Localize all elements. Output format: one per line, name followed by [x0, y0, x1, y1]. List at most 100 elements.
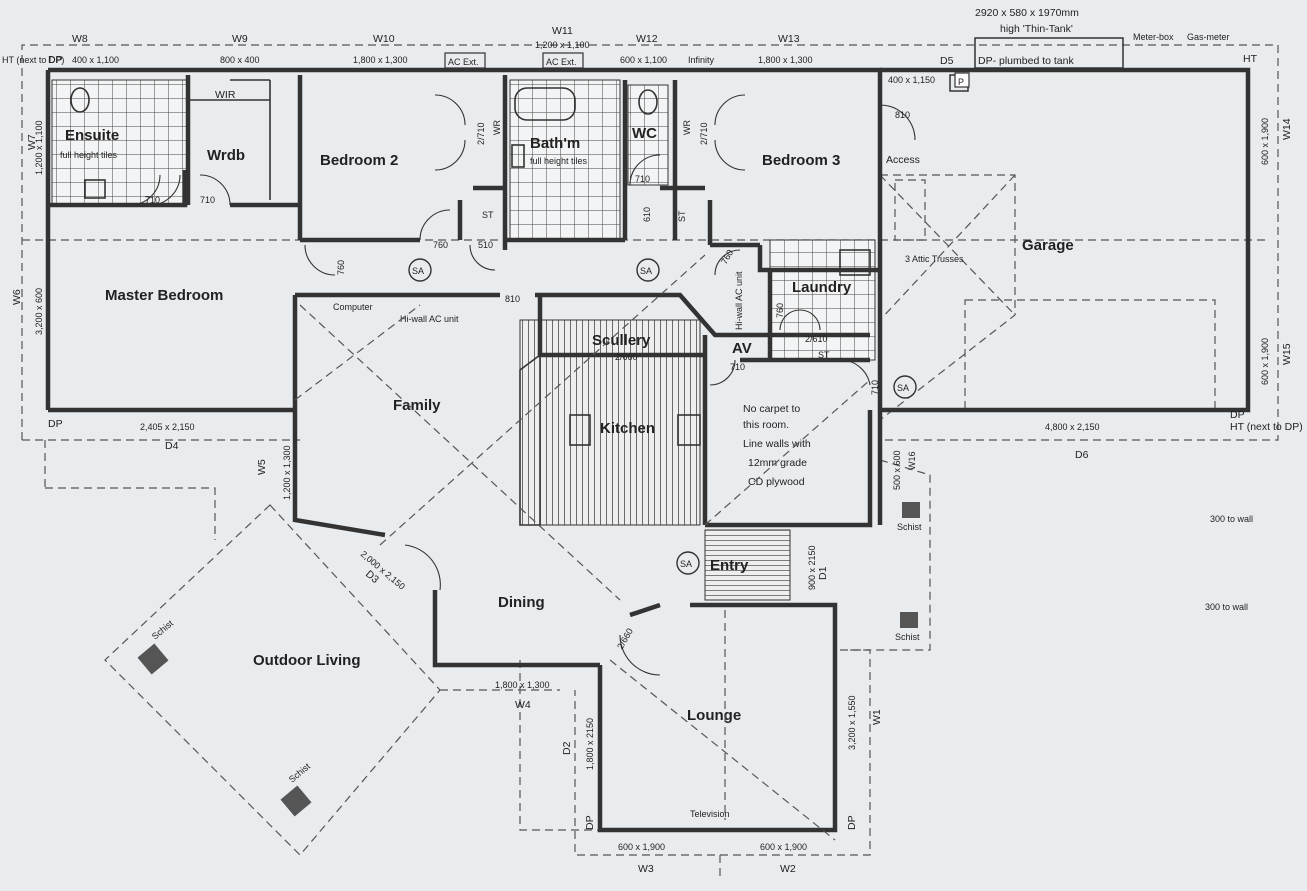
label-garage: Garage [1022, 237, 1074, 254]
label-laundry: Laundry [792, 279, 852, 296]
label-bedroom-3: Bedroom 3 [762, 152, 840, 169]
label-bath-note: full height tiles [530, 156, 588, 166]
window-w12: W12 [636, 33, 658, 45]
door-d6-size: 4,800 x 2,150 [1045, 422, 1100, 432]
ac-ext-1: AC Ext. [448, 57, 479, 67]
meter-box: Meter-box [1133, 32, 1174, 42]
window-w11: W11 [552, 25, 573, 37]
smoke-alarm-1: SA [412, 266, 424, 276]
label-kitchen: Kitchen [600, 420, 655, 437]
st-laundry: ST [818, 350, 830, 360]
door-710-wrdb: 710 [200, 195, 215, 205]
door-760-master: 760 [336, 260, 346, 275]
window-w10-size: 1,800 x 1,300 [353, 55, 408, 65]
window-w14: W14 [1281, 118, 1293, 140]
door-760-bed2: 760 [433, 240, 448, 250]
smoke-alarm-4: SA [680, 559, 692, 569]
door-610: 610 [642, 207, 652, 222]
door-810-garage: 810 [895, 110, 910, 120]
wr-bed3: WR [682, 120, 692, 135]
window-w10: W10 [373, 33, 395, 45]
label-wir: WIR [215, 89, 236, 101]
computer-label: Computer [333, 302, 373, 312]
window-w15: W15 [1281, 343, 1293, 365]
label-lounge: Lounge [687, 707, 741, 724]
window-w2: W2 [780, 863, 796, 875]
schist-right-2: Schist [895, 632, 920, 642]
door-2660-scullery: 2/660 [615, 352, 638, 362]
tank-type: high 'Thin-Tank' [1000, 23, 1073, 35]
misc-labels: 2920 x 580 x 1970mm high 'Thin-Tank' DP-… [2, 7, 1303, 830]
window-w3-size: 600 x 1,900 [618, 842, 665, 852]
access-label: Access [886, 154, 920, 166]
window-w2-size: 600 x 1,900 [760, 842, 807, 852]
window-w4-size: 1,800 x 1,300 [495, 680, 550, 690]
label-ensuite: Ensuite [65, 127, 119, 144]
window-w3: W3 [638, 863, 654, 875]
window-w1: W1 [871, 709, 883, 725]
hiwall-ac-label: Hi-wall AC unit [400, 314, 459, 324]
window-labels: W8 400 x 1,100 W9 800 x 400 W10 1,800 x … [11, 25, 1293, 875]
door-d4: D4 [165, 440, 179, 452]
schist-right-1: Schist [897, 522, 922, 532]
window-w6-size: 3,200 x 600 [34, 288, 44, 335]
label-wrdb: Wrdb [207, 147, 245, 164]
label-av: AV [732, 340, 752, 357]
window-w4: W4 [515, 699, 531, 711]
dp-lounge-left: DP [584, 815, 596, 830]
window-w11-size: 1,200 x 1,100 [535, 40, 590, 50]
doors [129, 94, 916, 676]
dp-garage: DP [1230, 409, 1245, 421]
window-w9: W9 [232, 33, 248, 45]
fixtures [70, 79, 871, 526]
wr-bed2: WR [492, 120, 502, 135]
window-w1-size: 3,200 x 1,550 [847, 695, 857, 750]
door-d1: D1 [817, 566, 829, 580]
door-2710-bed3: 2/710 [699, 122, 709, 145]
door-710-ensuite: 710 [145, 195, 160, 205]
no-carpet-line-4: 12mm grade [748, 457, 807, 469]
door-d4-size: 2,405 x 2,150 [140, 422, 195, 432]
smoke-alarm-2: SA [640, 266, 652, 276]
door-510: 510 [478, 240, 493, 250]
wall-300-b: 300 to wall [1205, 602, 1248, 612]
window-w13-size: 1,800 x 1,300 [758, 55, 813, 65]
smoke-alarm-3: SA [897, 383, 909, 393]
window-w7-size: 1,200 x 1,100 [34, 120, 44, 175]
hot-tap-garage: HT (next to DP) [1230, 421, 1303, 433]
door-d2: D2 [561, 741, 573, 755]
dp-top-left: DP [48, 54, 63, 66]
window-w16-size: 500 x 600 [892, 450, 902, 490]
st-left: ST [482, 210, 494, 220]
door-2610: 2/610 [805, 334, 828, 344]
window-w5: W5 [256, 459, 268, 475]
attic-trusses: 3 Attic Trusses [905, 254, 964, 264]
pump-label: P [958, 77, 964, 87]
window-w12-size: 600 x 1,100 [620, 55, 667, 65]
window-w8: W8 [72, 33, 88, 45]
door-710-wc: 710 [635, 174, 650, 184]
window-w5-size: 1,200 x 1,300 [282, 445, 292, 500]
no-carpet-line-5: CD plywood [748, 476, 805, 488]
door-710-av: 710 [730, 362, 745, 372]
label-entry: Entry [710, 557, 749, 574]
window-w14-size: 600 x 1,900 [1260, 118, 1270, 165]
door-d6: D6 [1075, 449, 1089, 461]
door-d5-size: 400 x 1,150 [888, 75, 935, 85]
label-outdoor-living: Outdoor Living [253, 652, 360, 669]
window-w6: W6 [11, 289, 23, 305]
gas-meter: Gas-meter [1187, 32, 1230, 42]
door-810-family: 810 [505, 294, 520, 304]
schist-pads [137, 74, 969, 817]
label-master-bedroom: Master Bedroom [105, 287, 223, 304]
label-wc: WC [632, 125, 657, 142]
walls [45, 67, 1251, 833]
label-ensuite-note: full height tiles [60, 150, 118, 160]
ceiling-lines [294, 254, 871, 841]
label-family: Family [393, 397, 441, 414]
door-d5: D5 [940, 55, 954, 67]
door-d1-size: 900 x 2150 [807, 545, 817, 590]
window-w13: W13 [778, 33, 800, 45]
door-760-laundry: 760 [775, 303, 785, 318]
